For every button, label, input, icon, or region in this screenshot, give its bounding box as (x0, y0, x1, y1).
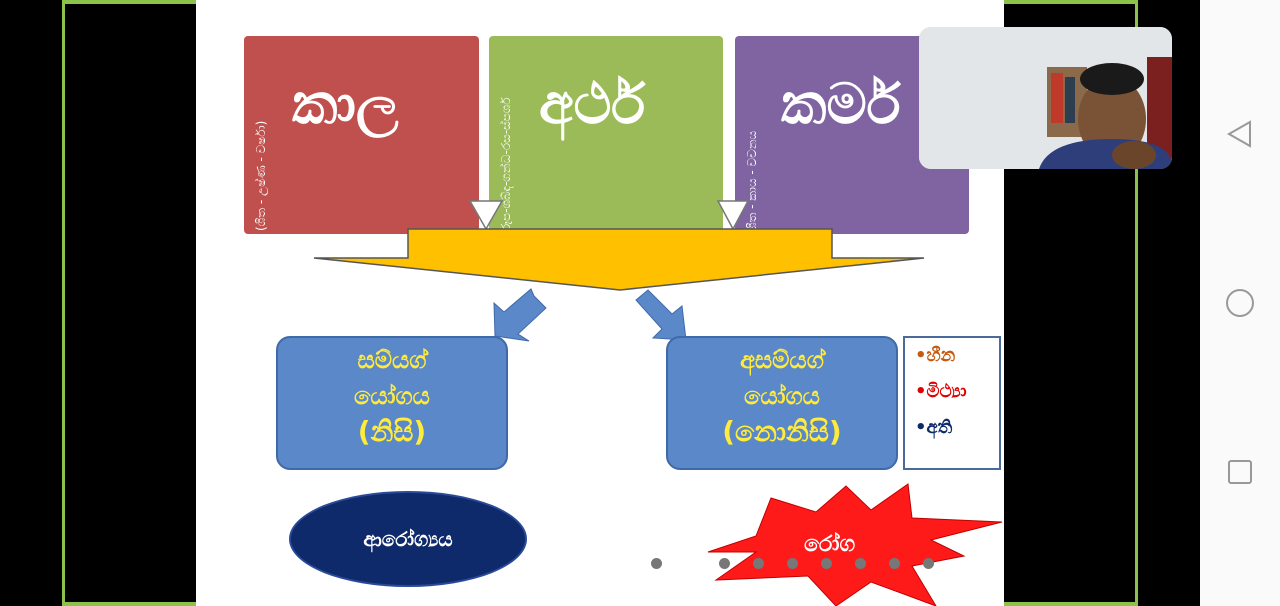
box-kala: කාල (ශීත - උෂ්ණ - වර්ෂා) (244, 36, 479, 234)
frame-top-right (930, 0, 1138, 4)
pager-dot[interactable] (651, 558, 662, 569)
box-artha: අර්ථ රූප-ශබ්ද-ගන්ධ-රස-ස්පර්ශ (489, 36, 723, 234)
health-ellipse: ආරෝග්‍යය (289, 491, 527, 587)
pager-dot[interactable] (685, 558, 696, 569)
samyag-line2: යෝගය (354, 382, 430, 410)
health-label: ආරෝග්‍යය (363, 527, 453, 551)
pager-dot[interactable] (719, 558, 730, 569)
pager-dot[interactable] (855, 558, 866, 569)
disease-label: රෝග (804, 532, 856, 557)
legend-ati: •අති (915, 417, 953, 438)
box-artha-subtitle: රූප-ශබ්ද-ගන්ධ-රස-ස්පර්ශ (499, 97, 513, 231)
asamyag-yoga-box: අසම්යග් යෝගය (නොනිසි) (666, 336, 898, 470)
asamyag-line3: (නොනිසි) (722, 415, 842, 448)
samyag-yoga-box: සම්යග් යෝගය (නිසි) (276, 336, 508, 470)
samyag-line1: සම්යග් (357, 346, 427, 374)
box-artha-title: අර්ථ (539, 71, 646, 137)
video-stage: කාල (ශීත - උෂ්ණ - වර්ෂා) අර්ථ රූප-ශබ්ද-ග… (62, 0, 1172, 606)
slide-pager[interactable] (651, 556, 951, 572)
frame-top-left (62, 0, 290, 4)
box-kala-subtitle: (ශීත - උෂ්ණ - වර්ෂා) (254, 120, 268, 231)
presenter-icon (919, 27, 1172, 169)
frame-left (62, 0, 65, 606)
pager-dot[interactable] (753, 558, 764, 569)
pager-dot[interactable] (923, 558, 934, 569)
box-karma-subtitle: ශීත - කාය - වචනය (745, 130, 759, 231)
android-nav-bar (1200, 0, 1280, 606)
pager-dot[interactable] (821, 558, 832, 569)
frame-right (1135, 0, 1138, 606)
legend-box: •හීන •මිථ්‍යා •අති (903, 336, 1001, 470)
blue-arrow-right (635, 289, 687, 341)
pager-dot[interactable] (787, 558, 798, 569)
presenter-video (919, 27, 1172, 169)
presentation-slide: කාල (ශීත - උෂ්ණ - වර්ෂා) අර්ථ රූප-ශබ්ද-ග… (196, 0, 1004, 606)
blue-arrow-left (493, 288, 547, 342)
home-icon[interactable] (1224, 287, 1256, 319)
recents-icon[interactable] (1224, 456, 1256, 488)
box-kala-title: කාල (292, 71, 399, 137)
asamyag-line2: යෝගය (744, 382, 820, 410)
samyag-line3: (නිසි) (357, 415, 427, 448)
box-karma-title: කර්ම (781, 71, 901, 137)
legend-mithya: •මිථ්‍යා (915, 381, 967, 402)
asamyag-line1: අසම්යග් (740, 346, 824, 374)
legend-hina: •හීන (915, 345, 956, 366)
merge-arrow (313, 228, 925, 291)
pager-dot[interactable] (889, 558, 900, 569)
back-icon[interactable] (1224, 118, 1256, 150)
